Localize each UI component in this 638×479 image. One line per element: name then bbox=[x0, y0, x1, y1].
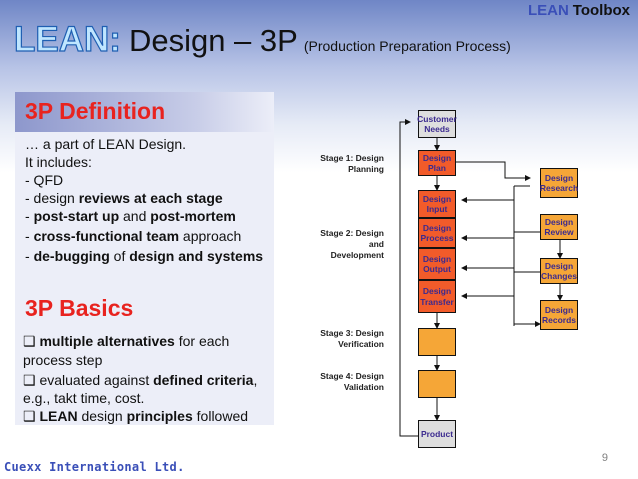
definition-item-post: - post-start up and post-mortem bbox=[25, 208, 236, 224]
product-box: Product bbox=[418, 420, 456, 448]
basics-bullet-2: ❑ evaluated against defined criteria, bbox=[23, 372, 258, 388]
title-lean-word: LEAN: bbox=[13, 19, 121, 59]
footer-company: Cuexx International Ltd. bbox=[4, 460, 185, 474]
basics-bullet-1: ❑ multiple alternatives for each bbox=[23, 333, 230, 349]
toolbox-word: Toolbox bbox=[572, 2, 630, 19]
definition-line-1: … a part of LEAN Design. bbox=[25, 136, 187, 152]
basics-heading: 3P Basics bbox=[25, 295, 134, 321]
basics-bullet-2-line-2: e.g., takt time, cost. bbox=[23, 390, 145, 406]
feedback-loop bbox=[399, 119, 418, 437]
slide-title: LEAN:Design – 3P (Production Preparation … bbox=[13, 19, 511, 60]
title-main: Design – 3P bbox=[128, 23, 298, 58]
verification-box bbox=[418, 328, 456, 356]
definition-item-reviews: - design reviews at each stage bbox=[25, 190, 223, 206]
validation-box bbox=[418, 370, 456, 398]
basics-bullet-3: ❑ LEAN design principles followed bbox=[23, 408, 249, 424]
definition-line-3: - QFD bbox=[25, 172, 64, 188]
checkbox-icon: ❑ bbox=[23, 408, 40, 424]
left-panel: 3P Definition … a part of LEAN Design. I… bbox=[15, 92, 274, 425]
checkbox-icon: ❑ bbox=[23, 372, 40, 388]
title-subtitle: (Production Preparation Process) bbox=[303, 38, 511, 54]
definition-line-2: It includes: bbox=[25, 154, 92, 170]
basics-bullet-1-line-2: process step bbox=[23, 352, 103, 368]
toolbox-lean-word: LEAN bbox=[527, 2, 569, 19]
header-band bbox=[15, 92, 274, 132]
definition-item-debugging: - de-bugging of design and systems bbox=[25, 248, 264, 264]
definition-item-team: - cross-functional team approach bbox=[25, 228, 242, 244]
definition-heading: 3P Definition bbox=[25, 98, 166, 124]
arrow-plan-to-research bbox=[455, 161, 531, 181]
page-number: 9 bbox=[601, 452, 608, 464]
checkbox-icon: ❑ bbox=[23, 333, 40, 349]
